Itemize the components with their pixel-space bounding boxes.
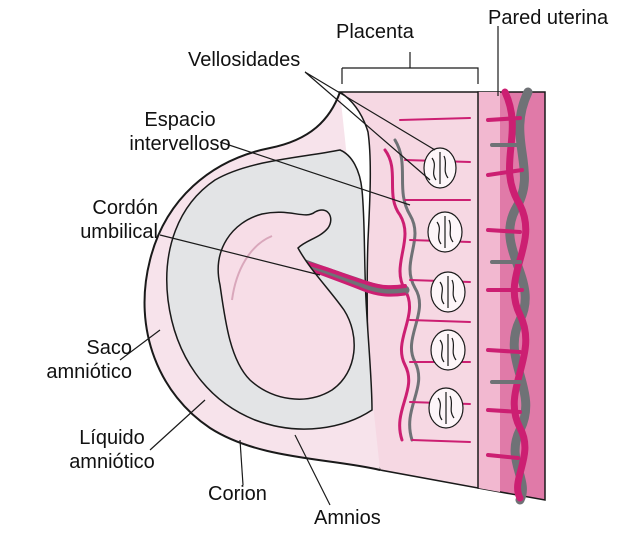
label-espacio-intervelloso-line2: intervelloso (116, 132, 244, 156)
label-amnios: Amnios (314, 506, 381, 530)
label-liquido-amniotico-line2: amniótico (48, 450, 176, 474)
label-espacio-intervelloso: Espacio intervelloso (116, 108, 244, 156)
villus (431, 272, 465, 312)
label-saco-amniotico: Saco amniótico (6, 336, 132, 384)
villus (431, 330, 465, 370)
label-cordon-umbilical: Cordón umbilical (18, 196, 158, 244)
label-vellosidades: Vellosidades (188, 48, 300, 72)
label-pared-uterina: Pared uterina (488, 6, 608, 30)
label-saco-amniotico-line1: Saco (6, 336, 132, 360)
label-cordon-umbilical-line2: umbilical (18, 220, 158, 244)
label-placenta: Placenta (336, 20, 414, 44)
label-liquido-amniotico: Líquido amniótico (48, 426, 176, 474)
label-corion: Corion (208, 482, 267, 506)
villus (429, 388, 463, 428)
villus (428, 212, 462, 252)
label-saco-amniotico-line2: amniótico (6, 360, 132, 384)
villus (424, 148, 456, 188)
label-liquido-amniotico-line1: Líquido (48, 426, 176, 450)
label-cordon-umbilical-line1: Cordón (18, 196, 158, 220)
label-espacio-intervelloso-line1: Espacio (116, 108, 244, 132)
